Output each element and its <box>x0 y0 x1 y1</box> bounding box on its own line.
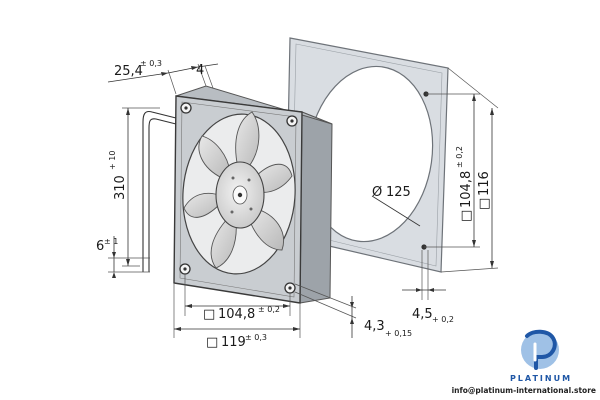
dimension-labels: 25,4 ± 0,3 4 310 + 10 6 ± 1 □ 104,8 ± 0,… <box>96 59 492 350</box>
brand-url: info@platinum-international.store <box>452 386 596 395</box>
fan-mounting-holes <box>179 102 298 294</box>
fan-blade <box>235 111 260 171</box>
frame-size-value: 119 <box>221 335 246 350</box>
strip-length-value: 6 <box>96 239 104 254</box>
gasket-hole-spacing-prefix: □ <box>459 210 474 222</box>
cable-wire <box>142 110 177 272</box>
depth-tolerance: ± 0,3 <box>140 59 162 68</box>
cable-length-value: 310 <box>113 175 128 200</box>
hole-spacing-tolerance: ± 0,2 <box>258 305 280 314</box>
dimension-lines <box>107 63 499 338</box>
gasket-size-prefix: □ <box>477 198 492 210</box>
fan-blade <box>198 135 231 179</box>
hole-spacing-value: 104,8 <box>218 307 255 322</box>
cutout-diameter-value: 125 <box>386 185 411 200</box>
hole-diameter-tolerance: + 0,15 <box>385 329 412 338</box>
logo-circle <box>521 331 559 369</box>
gasket-hole-spacing-tolerance: ± 0,2 <box>455 146 464 168</box>
cable-wire <box>148 118 177 272</box>
fan-side <box>299 111 333 304</box>
hole-diameter-value: 4,3 <box>364 319 385 334</box>
fan-blade <box>183 192 223 218</box>
depth-value: 25,4 <box>114 64 143 79</box>
gasket-hole-spacing-value: 104,8 <box>459 171 474 208</box>
brand-name: PLATINUM <box>510 374 572 383</box>
cable-length-tolerance: + 10 <box>108 151 117 170</box>
platinum-logo: PLATINUM info@platinum-international.sto… <box>452 329 596 395</box>
strip-length-tolerance: ± 1 <box>104 237 118 246</box>
gasket-size-value: 116 <box>477 171 492 196</box>
fan <box>173 85 333 304</box>
fan-cable <box>142 110 177 272</box>
logo-p-mark <box>525 329 557 370</box>
frame-size-prefix: □ <box>206 335 218 350</box>
fan-blade <box>210 217 237 269</box>
gasket-hole-value: 4,5 <box>412 307 433 322</box>
gasket-hole-tolerance: + 0,2 <box>432 315 454 324</box>
hole-spacing-prefix: □ <box>203 307 215 322</box>
flange-value: 4 <box>196 63 204 78</box>
frame-size-tolerance: ± 0,3 <box>245 333 267 342</box>
cutout-diameter-prefix: Ø <box>372 185 382 200</box>
